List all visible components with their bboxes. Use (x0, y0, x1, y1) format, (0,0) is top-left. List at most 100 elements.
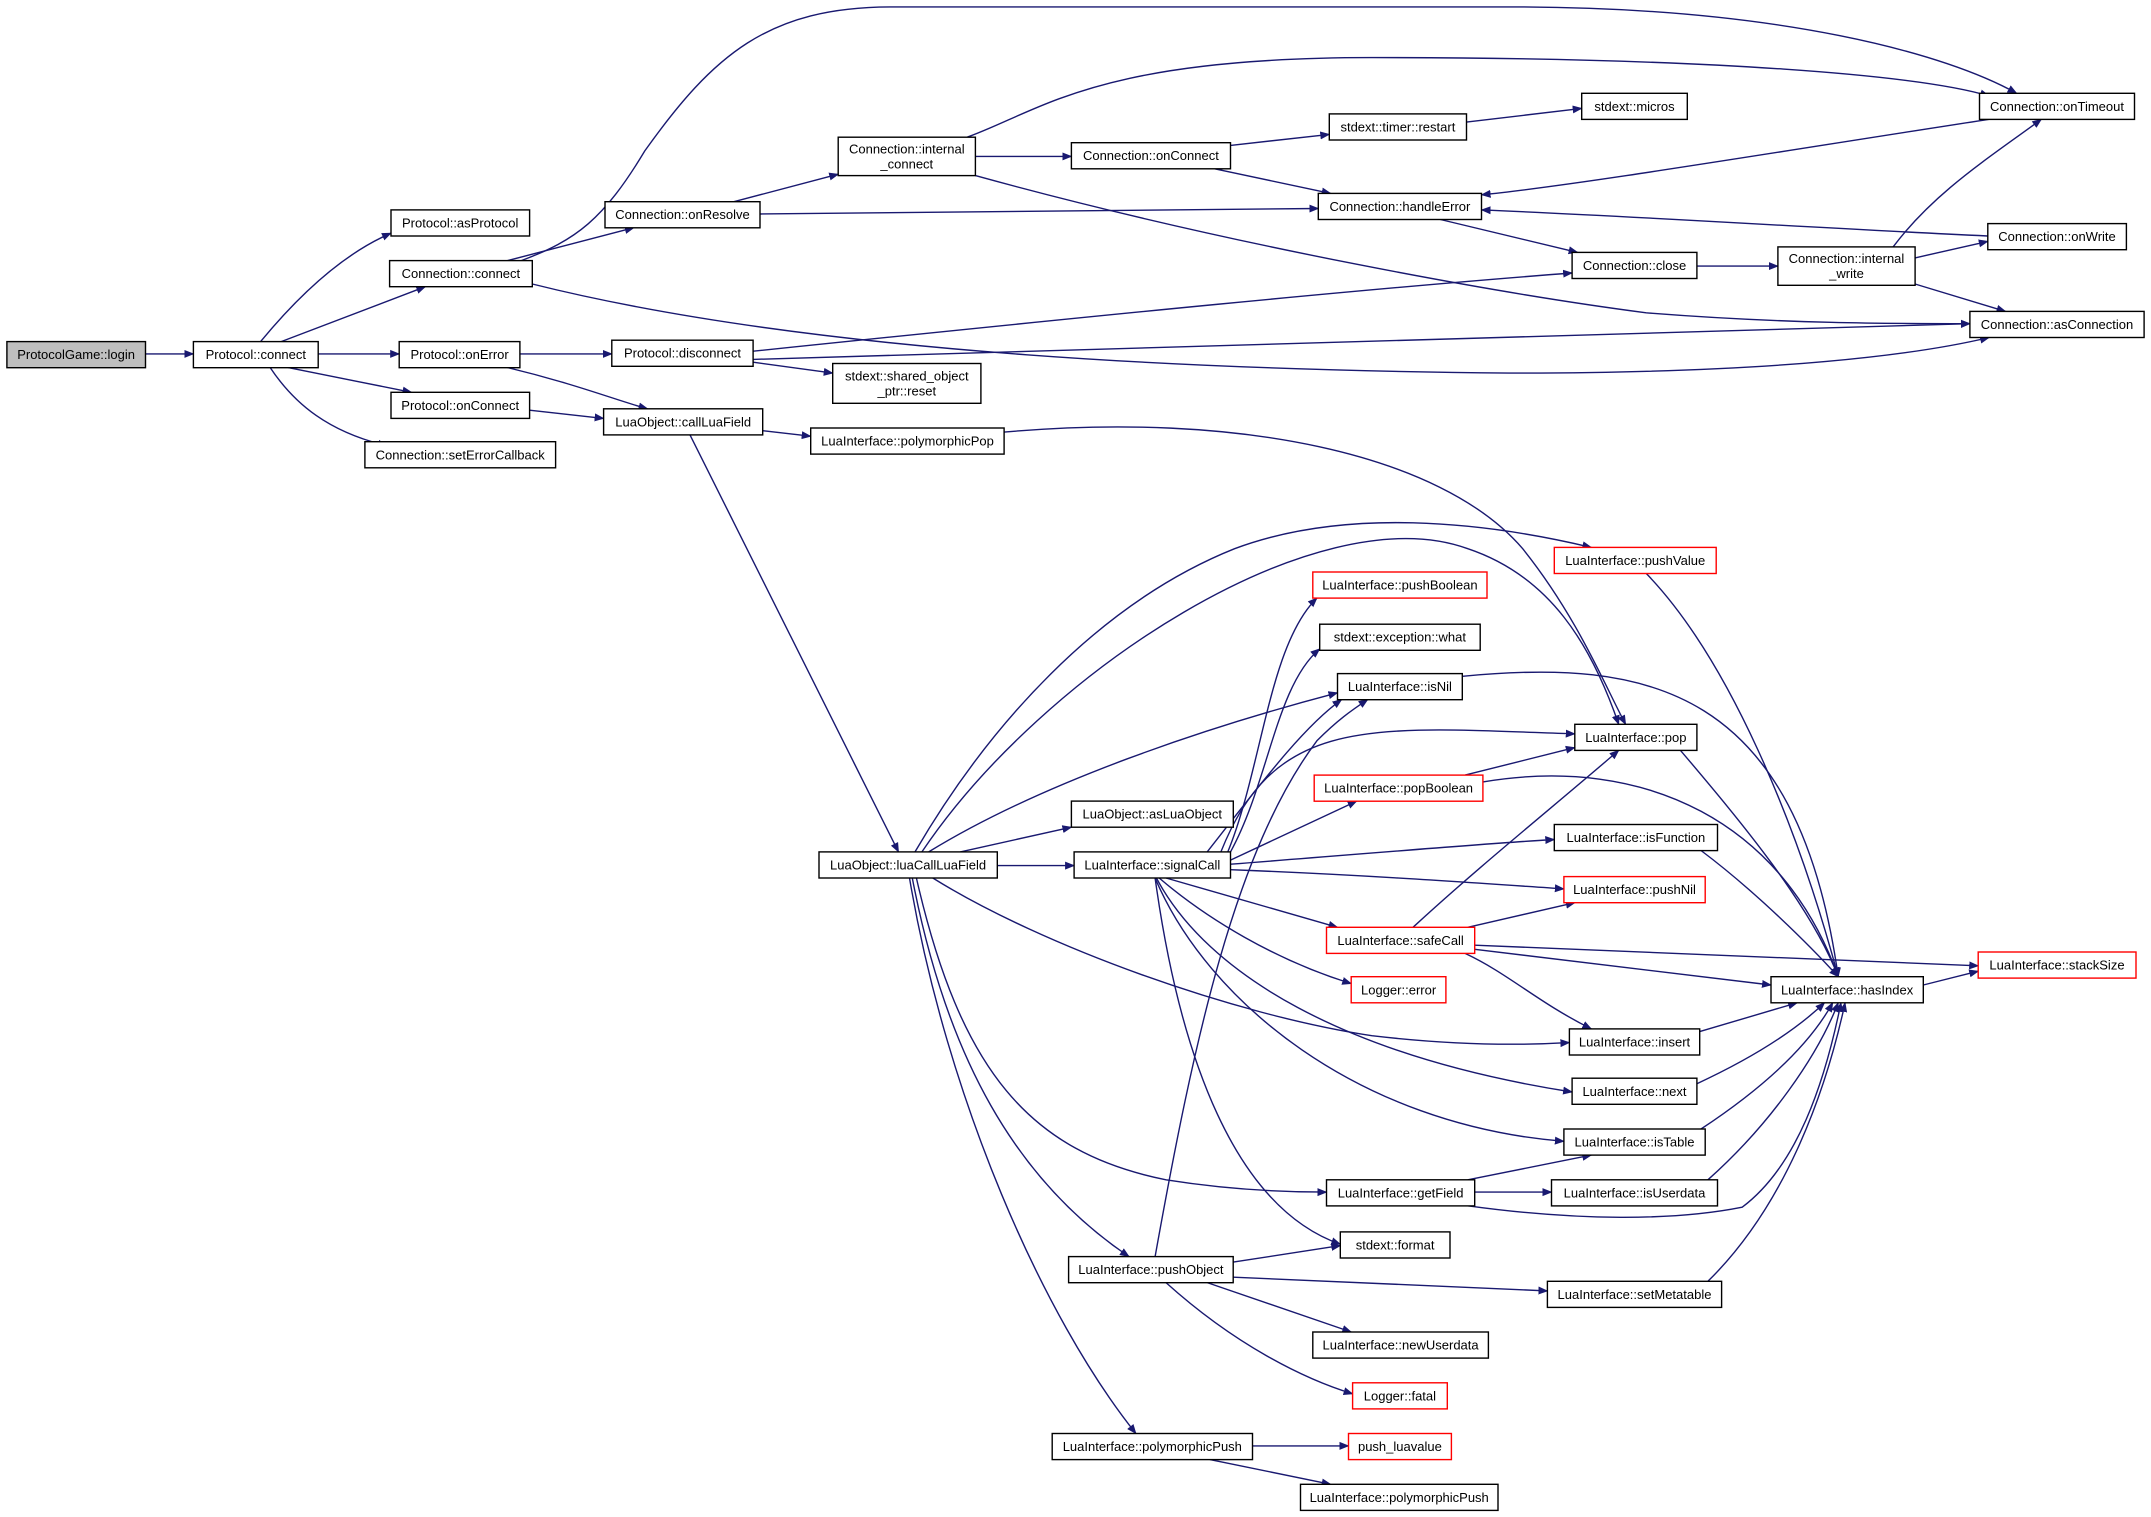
node-logger_fatal[interactable]: Logger::fatal (1351, 1382, 1448, 1410)
node-pushBoolean[interactable]: LuaInterface::pushBoolean (1312, 571, 1488, 599)
node-box (1978, 92, 2136, 121)
edge-getField-to-hasIndex (1467, 1001, 1844, 1218)
node-box (1568, 1028, 1701, 1056)
node-box (818, 851, 999, 879)
node-polymorphicPop[interactable]: LuaInterface::polymorphicPop (810, 427, 1005, 455)
node-c_onResolve[interactable]: Connection::onResolve (604, 200, 761, 229)
node-p_onError[interactable]: Protocol::onError (398, 340, 521, 369)
node-label: stdext::micros (1594, 99, 1675, 114)
node-exception_what[interactable]: stdext::exception::what (1318, 623, 1481, 652)
node-label: Protocol::onError (410, 347, 509, 362)
node-box (1977, 951, 2137, 979)
edge-signalCall-to-format (1154, 877, 1342, 1245)
node-logger_error[interactable]: Logger::error (1350, 976, 1447, 1004)
edge-signalCall-to-safeCall (1165, 877, 1339, 929)
edge-signalCall-to-popBoolean (1230, 800, 1358, 861)
node-c_setErrorCallback[interactable]: Connection::setErrorCallback (364, 441, 557, 469)
node-isFunction[interactable]: LuaInterface::isFunction (1553, 823, 1719, 852)
node-label: stdext::exception::what (1334, 630, 1467, 645)
node-insert[interactable]: LuaInterface::insert (1568, 1028, 1701, 1056)
edge-c_internal_write-to-c_asConnection (1914, 283, 2007, 313)
edge-p_disconnect-to-c_asConnection (753, 319, 1971, 361)
node-c_onConnect[interactable]: Connection::onConnect (1070, 141, 1232, 170)
node-getField[interactable]: LuaInterface::getField (1325, 1179, 1476, 1207)
node-safeCall[interactable]: LuaInterface::safeCall (1325, 926, 1476, 955)
node-polymorphicPush2[interactable]: LuaInterface::polymorphicPush (1299, 1483, 1499, 1512)
edge-luaCallLuaField-to-polymorphicPush (908, 877, 1137, 1435)
node-label: LuaInterface::pushBoolean (1322, 578, 1477, 593)
edges-layer (145, 6, 2043, 1487)
node-box (192, 340, 319, 369)
node-label: LuaInterface::insert (1579, 1034, 1691, 1049)
node-pushObject[interactable]: LuaInterface::pushObject (1067, 1255, 1234, 1284)
node-box (1070, 800, 1235, 828)
node-signalCall[interactable]: LuaInterface::signalCall (1073, 851, 1232, 879)
node-login[interactable]: ProtocolGame::login (6, 340, 147, 369)
node-label: ProtocolGame::login (17, 347, 135, 362)
node-asLuaObject[interactable]: LuaObject::asLuaObject (1070, 800, 1235, 828)
node-c_handleError[interactable]: Connection::handleError (1317, 192, 1483, 221)
node-c_internal_connect[interactable]: Connection::internal_connect (837, 136, 977, 177)
node-push_luavalue[interactable]: push_luavalue (1347, 1432, 1453, 1461)
edge-c_onResolve-to-c_handleError (759, 204, 1320, 215)
node-isTable[interactable]: LuaInterface::isTable (1563, 1128, 1706, 1156)
edge-safeCall-to-insert (1464, 952, 1593, 1030)
node-box (1325, 926, 1476, 955)
node-luaCallLuaField[interactable]: LuaObject::luaCallLuaField (818, 851, 999, 879)
edge-p_onConnect-to-callLuaField (529, 409, 605, 422)
edge-timer_restart-to-micros (1466, 105, 1583, 123)
node-box (837, 136, 977, 177)
node-pushNil[interactable]: LuaInterface::pushNil (1563, 875, 1706, 904)
node-box (1553, 823, 1719, 852)
node-p_asProtocol[interactable]: Protocol::asProtocol (390, 209, 531, 237)
node-label: _write (1828, 266, 1864, 281)
node-label: LuaInterface::polymorphicPop (821, 434, 994, 449)
node-c_close[interactable]: Connection::close (1571, 251, 1698, 280)
node-shared_reset[interactable]: stdext::shared_object_ptr::reset (832, 362, 982, 404)
node-setMetatable[interactable]: LuaInterface::setMetatable (1546, 1280, 1723, 1309)
node-stackSize[interactable]: LuaInterface::stackSize (1977, 951, 2137, 979)
node-callLuaField[interactable]: LuaObject::callLuaField (602, 408, 764, 436)
node-c_onTimeout[interactable]: Connection::onTimeout (1978, 92, 2136, 121)
edge-pushValue-to-hasIndex (1645, 572, 1840, 978)
node-micros[interactable]: stdext::micros (1580, 92, 1688, 121)
edge-next-to-hasIndex (1696, 1002, 1826, 1085)
node-popBoolean[interactable]: LuaInterface::popBoolean (1313, 774, 1484, 802)
node-p_onConnect[interactable]: Protocol::onConnect (390, 391, 531, 420)
node-box (1312, 1331, 1490, 1359)
node-p_connect[interactable]: Protocol::connect (192, 340, 319, 369)
node-next[interactable]: LuaInterface::next (1571, 1077, 1698, 1105)
node-c_asConnection[interactable]: Connection::asConnection (1969, 310, 2145, 339)
node-box (388, 259, 534, 288)
node-box (1317, 192, 1483, 221)
node-box (604, 200, 761, 229)
edge-luaCallLuaField-to-pushValue (914, 521, 1593, 853)
node-format[interactable]: stdext::format (1339, 1231, 1451, 1259)
node-label: LuaInterface::newUserdata (1323, 1338, 1480, 1353)
node-c_onWrite[interactable]: Connection::onWrite (1987, 222, 2128, 251)
node-box (1312, 571, 1488, 599)
node-label: Connection::setErrorCallback (376, 447, 546, 462)
node-pushValue[interactable]: LuaInterface::pushValue (1553, 546, 1717, 575)
edge-isFunction-to-hasIndex (1700, 849, 1839, 978)
node-label: LuaInterface::stackSize (1989, 958, 2124, 973)
node-box (1550, 1179, 1719, 1207)
node-hasIndex[interactable]: LuaInterface::hasIndex (1770, 976, 1925, 1004)
node-c_connect[interactable]: Connection::connect (388, 259, 534, 288)
node-isUserdata[interactable]: LuaInterface::isUserdata (1550, 1179, 1719, 1207)
edge-polymorphicPop-to-pop (1004, 426, 1627, 726)
edge-insert-to-hasIndex (1699, 1001, 1799, 1033)
edge-isTable-to-hasIndex (1700, 1001, 1834, 1130)
edge-p_onError-to-callLuaField (507, 366, 649, 411)
edge-safeCall-to-pushNil (1467, 900, 1576, 928)
node-box (1969, 310, 2145, 339)
node-p_disconnect[interactable]: Protocol::disconnect (611, 339, 754, 368)
node-c_internal_write[interactable]: Connection::internal_write (1777, 246, 1916, 286)
node-newUserdata[interactable]: LuaInterface::newUserdata (1312, 1331, 1490, 1359)
node-polymorphicPush[interactable]: LuaInterface::polymorphicPush (1051, 1432, 1254, 1461)
node-isNil[interactable]: LuaInterface::isNil (1336, 672, 1464, 701)
edge-c_internal_write-to-c_onWrite (1914, 239, 1989, 259)
node-pop[interactable]: LuaInterface::pop (1574, 723, 1698, 752)
node-timer_restart[interactable]: stdext::timer::restart (1328, 113, 1468, 141)
